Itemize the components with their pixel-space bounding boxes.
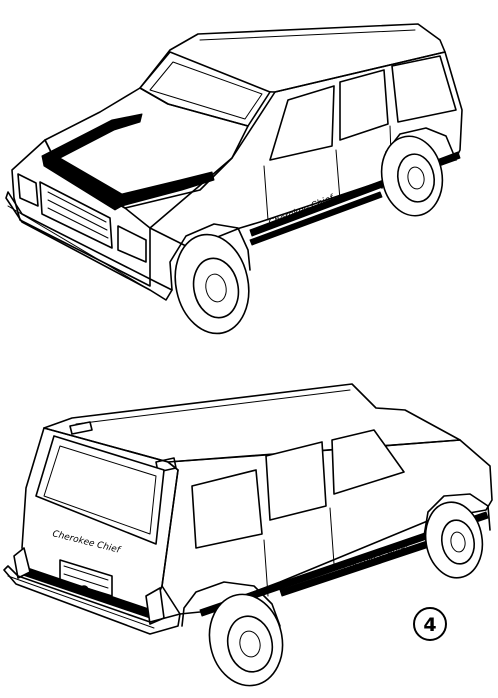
front-view-quarter-window [391,55,457,123]
rear-view-front-fender [423,493,491,537]
rear-view-front-door-window [331,429,405,495]
figure-number-badge: 4 [413,607,447,641]
rear-view-rear-door-window [265,441,327,521]
rear-view-quarter-window [191,469,263,549]
rear-view-rear-fender [181,581,281,627]
front-view-rear-wheel [380,135,444,217]
rear-view-tailgate-decal: Cherokee Chief [51,529,122,556]
rear-view-front-wheel [424,501,484,579]
rear-view-body-side [161,439,493,615]
front-view-front-wheel [174,233,250,335]
front-view-front-door-window [269,85,335,161]
front-view-vehicle: Cherokee Chief [5,23,463,335]
front-view-front-fender [169,223,251,291]
rear-view-rear-window [35,435,165,545]
rear-view-side-stripe-upper [199,511,489,617]
front-view-side-stripe-lower [249,191,383,246]
front-view-hood-stripe [41,113,215,211]
figure-number-label: 4 [423,614,436,636]
front-view-right-headlight [117,225,147,263]
rear-view-left-taillight [13,547,31,579]
rear-view-rear-wheel [208,593,284,687]
rear-view-roof-rack-front [69,421,93,435]
front-view-left-headlight [17,173,39,207]
rear-view-roof [43,383,461,463]
rear-view-vehicle: Cherokee Chief Cherokee Chief [3,383,493,687]
front-view-rear-door-window [339,69,389,141]
